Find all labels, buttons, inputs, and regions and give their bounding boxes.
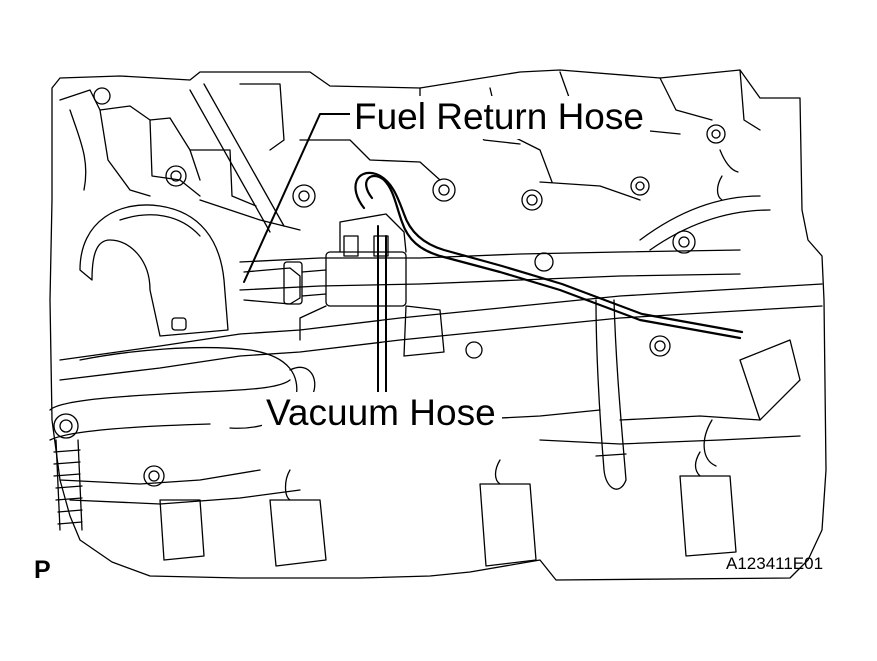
cylinder-head: [59, 69, 761, 231]
callout-leaders: [243, 113, 387, 393]
fuel-return-hose: [243, 261, 327, 305]
fuel-return-hose-leader: [243, 113, 351, 283]
fuel-return-hose-label: Fuel Return Hose: [350, 96, 650, 139]
fuel-rail: [59, 249, 823, 381]
ribbed-hose: [53, 439, 83, 531]
bolt-heads: [53, 87, 726, 487]
vacuum-hose-label: Vacuum Hose: [262, 392, 502, 435]
view-marker: P: [34, 556, 51, 584]
illustration-frame: [49, 69, 827, 581]
lifting-bracket: [79, 204, 229, 337]
dipstick-guide: [189, 83, 285, 233]
fuel-injectors: [159, 451, 737, 567]
vsv-assembly: [299, 213, 445, 357]
right-side-hoses: [595, 149, 801, 490]
figure-code: A123411E01: [726, 554, 824, 573]
vacuum-hose: [354, 171, 744, 340]
